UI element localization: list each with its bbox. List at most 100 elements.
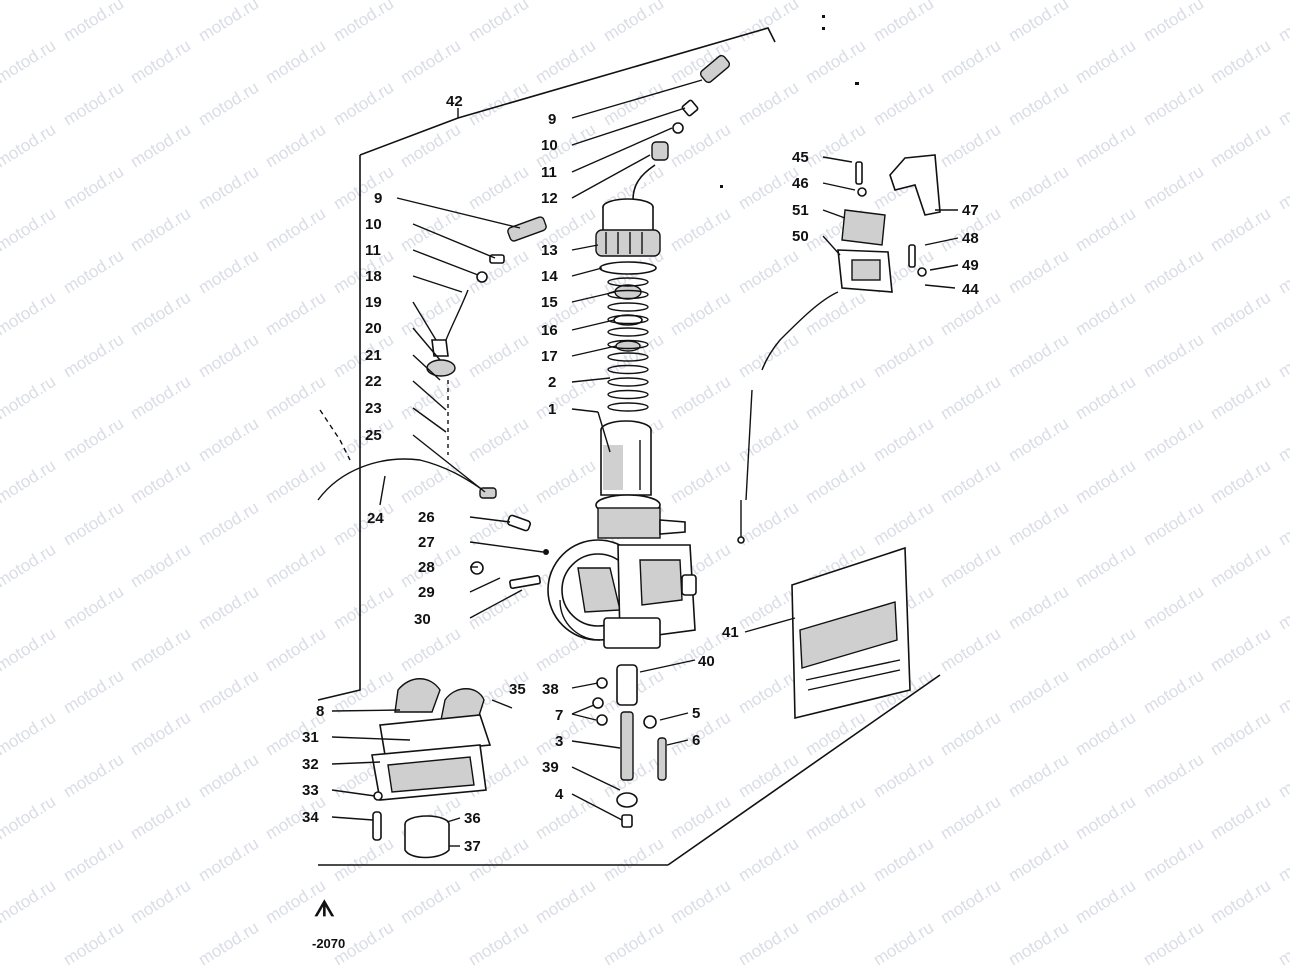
watermark-text: motod.ru xyxy=(532,372,599,424)
watermark-text: motod.ru xyxy=(802,456,869,508)
watermark-text: motod.ru xyxy=(262,540,329,592)
watermark-text: motod.ru xyxy=(330,162,397,214)
watermark-text: motod.ru xyxy=(1275,666,1290,718)
watermark-text: motod.ru xyxy=(60,834,127,886)
watermark-text: motod.ru xyxy=(127,708,194,760)
watermark-text: motod.ru xyxy=(532,792,599,844)
watermark-text: motod.ru xyxy=(262,0,329,3)
watermark-text: motod.ru xyxy=(1140,0,1207,45)
watermark-text: motod.ru xyxy=(1275,414,1290,466)
watermark-text: motod.ru xyxy=(937,36,1004,88)
label-3-center: 3 xyxy=(555,733,563,750)
label-33: 33 xyxy=(302,782,319,799)
watermark-text: motod.ru xyxy=(0,792,59,844)
watermark-text: motod.ru xyxy=(532,708,599,760)
watermark-text: motod.ru xyxy=(802,876,869,928)
watermark-text: motod.ru xyxy=(802,0,869,3)
watermark-text: motod.ru xyxy=(1207,120,1274,172)
watermark-text: motod.ru xyxy=(802,708,869,760)
throttle-slide xyxy=(600,420,652,496)
watermark-text: motod.ru xyxy=(397,876,464,928)
watermark-text: motod.ru xyxy=(1072,288,1139,340)
watermark-text: motod.ru xyxy=(735,666,802,718)
watermark-text: motod.ru xyxy=(195,582,262,634)
watermark-text: motod.ru xyxy=(1005,330,1072,382)
watermark-text: motod.ru xyxy=(1275,582,1290,634)
label-36: 36 xyxy=(464,810,481,827)
watermark-text: motod.ru xyxy=(1140,414,1207,466)
watermark-text: motod.ru xyxy=(195,666,262,718)
spring-coil xyxy=(607,314,649,325)
watermark-text: motod.ru xyxy=(60,582,127,634)
watermark-text: motod.ru xyxy=(195,0,262,45)
watermark-text: motod.ru xyxy=(262,624,329,676)
watermark-text: motod.ru xyxy=(60,330,127,382)
label-14: 14 xyxy=(541,268,558,285)
watermark-text: motod.ru xyxy=(1072,120,1139,172)
watermark-text: motod.ru xyxy=(1207,204,1274,256)
watermark-text: motod.ru xyxy=(937,0,1004,3)
watermark-text: motod.ru xyxy=(1072,792,1139,844)
needle-retainer xyxy=(615,340,641,352)
label-48: 48 xyxy=(962,230,979,247)
watermark-text: motod.ru xyxy=(127,36,194,88)
watermark-text: motod.ru xyxy=(735,78,802,130)
watermark-text: motod.ru xyxy=(870,498,937,550)
watermark-text: motod.ru xyxy=(1140,834,1207,886)
label-24: 24 xyxy=(367,510,384,527)
label-47: 47 xyxy=(962,202,979,219)
spring-coil xyxy=(607,352,649,362)
watermark-text: motod.ru xyxy=(1207,288,1274,340)
watermark-text: motod.ru xyxy=(937,120,1004,172)
watermark-text: motod.ru xyxy=(937,456,1004,508)
watermark-text: motod.ru xyxy=(397,624,464,676)
label-27: 27 xyxy=(418,534,435,551)
label-21: 21 xyxy=(365,347,382,364)
watermark-text: motod.ru xyxy=(1275,498,1290,550)
watermark-text: motod.ru xyxy=(0,372,59,424)
watermark-text: motod.ru xyxy=(1207,876,1274,928)
label-15: 15 xyxy=(541,294,558,311)
watermark-text: motod.ru xyxy=(1072,540,1139,592)
label-6: 6 xyxy=(692,732,700,749)
label-9-left: 9 xyxy=(374,190,382,207)
watermark-text: motod.ru xyxy=(0,204,59,256)
cap-gasket xyxy=(599,261,657,275)
spring-coil xyxy=(607,339,649,350)
watermark-text: motod.ru xyxy=(1072,204,1139,256)
label-35: 35 xyxy=(509,681,526,698)
watermark-text: motod.ru xyxy=(127,288,194,340)
watermark-text: motod.ru xyxy=(60,498,127,550)
watermark-text: motod.ru xyxy=(127,540,194,592)
watermark-text: motod.ru xyxy=(195,498,262,550)
watermark-text: motod.ru xyxy=(870,750,937,802)
watermark-text: motod.ru xyxy=(1072,876,1139,928)
watermark-text: motod.ru xyxy=(195,78,262,130)
label-32: 32 xyxy=(302,756,319,773)
watermark-text: motod.ru xyxy=(465,78,532,130)
label-10-left: 10 xyxy=(365,216,382,233)
watermark-text: motod.ru xyxy=(1275,78,1290,130)
label-5: 5 xyxy=(692,705,700,722)
leader-lines xyxy=(331,79,959,847)
watermark-text: motod.ru xyxy=(330,0,397,45)
label-11-left: 11 xyxy=(365,242,381,259)
watermark-text: motod.ru xyxy=(1005,78,1072,130)
left-cable-parts xyxy=(317,216,549,590)
throttle-cable-adjuster xyxy=(632,54,731,201)
watermark-text: motod.ru xyxy=(1207,708,1274,760)
watermark-text: motod.ru xyxy=(1072,372,1139,424)
watermark-text: motod.ru xyxy=(60,246,127,298)
label-51: 51 xyxy=(792,202,809,219)
watermark-text: motod.ru xyxy=(1072,456,1139,508)
label-34: 34 xyxy=(302,809,319,826)
label-10-top: 10 xyxy=(541,137,558,154)
watermark-text: motod.ru xyxy=(735,834,802,886)
spring-coil xyxy=(607,377,649,387)
watermark-text: motod.ru xyxy=(127,372,194,424)
watermark-text: motod.ru xyxy=(397,372,464,424)
watermark-text: motod.ru xyxy=(1275,834,1290,886)
watermark-text: motod.ru xyxy=(1207,456,1274,508)
watermark-text: motod.ru xyxy=(802,792,869,844)
label-37: 37 xyxy=(464,838,481,855)
